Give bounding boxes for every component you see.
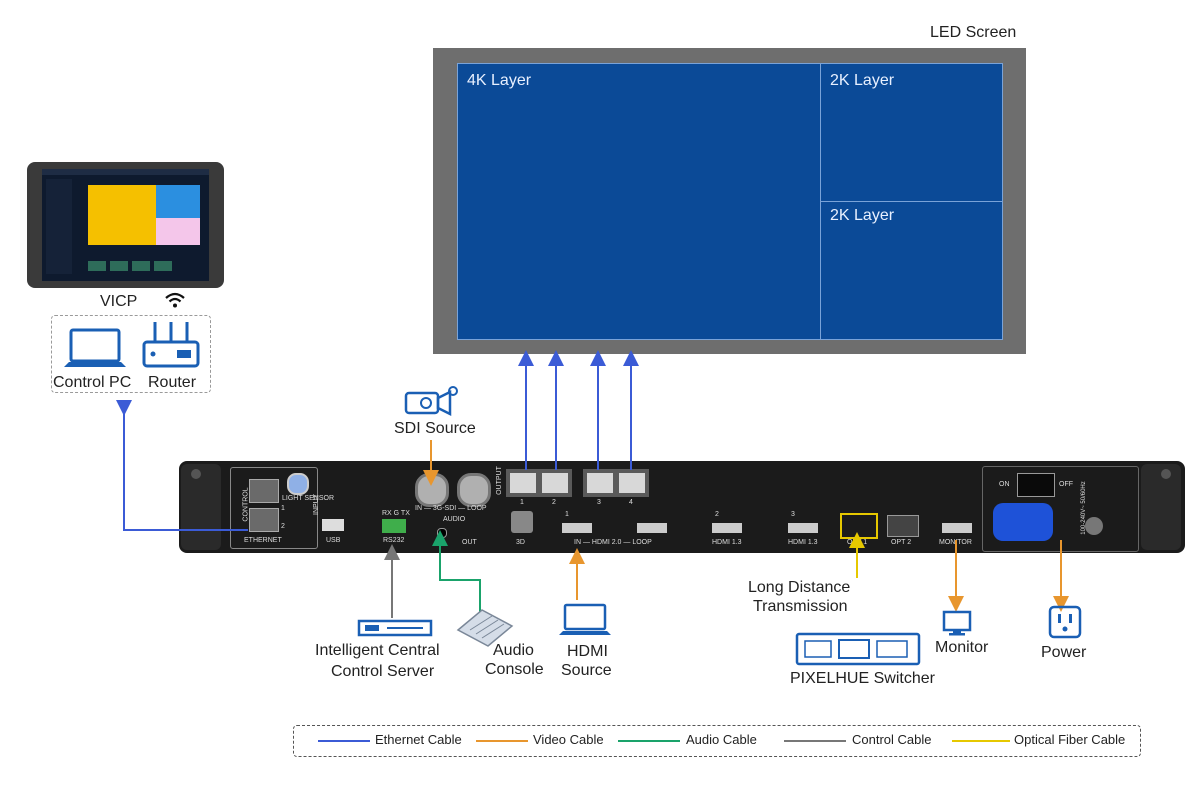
laptop-icon xyxy=(64,328,126,367)
power-off-label: OFF xyxy=(1059,481,1073,488)
usb-port[interactable] xyxy=(322,519,344,531)
ethernet-port-2[interactable] xyxy=(249,508,279,532)
vicp-label: VICP xyxy=(100,293,138,310)
light-sensor-port[interactable] xyxy=(287,473,309,495)
legend-fiber-swatch xyxy=(952,740,1010,742)
output-port-1[interactable] xyxy=(510,473,536,493)
video-camera-icon xyxy=(404,386,458,417)
power-inlet[interactable] xyxy=(993,503,1053,541)
pixelhue-switcher-icon xyxy=(795,632,921,666)
router-icon xyxy=(142,322,200,368)
vicp-tablet-screen xyxy=(42,169,209,281)
ground-terminal[interactable] xyxy=(1085,517,1103,535)
hdmi13-label-a: HDMI 1.3 xyxy=(712,539,742,546)
light-sensor-label: LIGHT SENSOR xyxy=(282,495,334,502)
hdmi20-in-port[interactable] xyxy=(562,523,592,533)
hdmi13-label-b: HDMI 1.3 xyxy=(788,539,818,546)
legend-ethernet-label: Ethernet Cable xyxy=(375,732,462,747)
audio-label: AUDIO xyxy=(443,516,466,523)
led-screen-canvas: 4K Layer 2K Layer 2K Layer xyxy=(457,63,1003,340)
long-distance-label-1: Long Distance xyxy=(748,579,851,596)
ethernet-num-1: 1 xyxy=(281,505,285,512)
power-outlet-icon xyxy=(1048,605,1082,639)
hdmi-num-3: 3 xyxy=(791,511,795,518)
legend-video-label: Video Cable xyxy=(533,732,604,747)
hdmi-source-label-1: HDMI xyxy=(567,643,608,660)
control-server-icon xyxy=(357,619,433,637)
ethernet-label: ETHERNET xyxy=(244,537,282,544)
audio-console-label-1: Audio xyxy=(493,642,534,659)
control-pc-router-group xyxy=(51,315,211,393)
icc-server-label-2: Control Server xyxy=(331,663,435,680)
layer-2k-top-label: 2K Layer xyxy=(830,72,895,89)
opt2-port[interactable] xyxy=(887,515,919,537)
output-num-4: 4 xyxy=(629,499,633,506)
opt2-label: OPT 2 xyxy=(891,539,912,546)
legend-ethernet-swatch xyxy=(318,740,370,742)
legend-control-swatch xyxy=(784,740,846,742)
rs232-pin-label: RX G TX xyxy=(382,510,410,517)
layer-2k-bottom-label: 2K Layer xyxy=(830,207,895,224)
hdmi-num-2: 2 xyxy=(715,511,719,518)
3d-port[interactable] xyxy=(511,511,533,533)
sdi-loop-port[interactable] xyxy=(457,473,491,507)
audio-console-icon xyxy=(456,609,514,647)
output-port-2[interactable] xyxy=(542,473,568,493)
audio-out-label: OUT xyxy=(462,539,477,546)
ethernet-num-2: 2 xyxy=(281,523,285,530)
output-port-3[interactable] xyxy=(587,473,613,493)
hdmi13-port-2[interactable] xyxy=(712,523,742,533)
power-on-label: ON xyxy=(999,481,1010,488)
power-switch[interactable] xyxy=(1017,473,1055,497)
hdmi-num-1: 1 xyxy=(565,511,569,518)
monitor-port[interactable] xyxy=(942,523,972,533)
power-label: Power xyxy=(1041,644,1087,661)
hdmi20-label: IN — HDMI 2.0 — LOOP xyxy=(574,539,652,546)
monitor-icon xyxy=(942,610,972,636)
pixelhue-switcher-label: PIXELHUE Switcher xyxy=(790,670,935,687)
hdmi-laptop-icon xyxy=(559,603,611,635)
output-num-3: 3 xyxy=(597,499,601,506)
long-distance-label-2: Transmission xyxy=(753,598,848,615)
router-label: Router xyxy=(148,374,197,391)
usb-label: USB xyxy=(326,537,341,544)
rs232-port[interactable] xyxy=(382,519,406,533)
audio-console-label-2: Console xyxy=(485,661,544,678)
legend-audio-swatch xyxy=(618,740,680,742)
sdi-source-label: SDI Source xyxy=(394,420,476,437)
legend-video-swatch xyxy=(476,740,528,742)
ethernet-wire-pc xyxy=(116,400,248,531)
cable-legend: Ethernet Cable Video Cable Audio Cable C… xyxy=(293,725,1141,757)
control-pc-label: Control PC xyxy=(53,374,132,391)
hdmi-source-label-2: Source xyxy=(561,662,612,679)
hdmi20-loop-port[interactable] xyxy=(637,523,667,533)
hdmi13-port-3[interactable] xyxy=(788,523,818,533)
3d-label: 3D xyxy=(516,539,525,546)
output-num-1: 1 xyxy=(520,499,524,506)
audio-wire xyxy=(432,530,481,615)
rs232-label: RS232 xyxy=(383,537,405,544)
video-processor-device: CONTROL 1 2 ETHERNET LIGHT SENSOR INPUT … xyxy=(179,461,1185,553)
layer-4k-label: 4K Layer xyxy=(467,72,532,89)
legend-control-label: Control Cable xyxy=(852,732,932,747)
output-port-4[interactable] xyxy=(619,473,645,493)
sdi-port-label: IN — 3G-SDI — LOOP xyxy=(415,505,487,512)
legend-fiber-label: Optical Fiber Cable xyxy=(1014,732,1126,747)
ethernet-port-1[interactable] xyxy=(249,479,279,503)
output-num-2: 2 xyxy=(552,499,556,506)
monitor-label: Monitor xyxy=(935,639,989,656)
wifi-icon xyxy=(165,292,185,308)
legend-audio-label: Audio Cable xyxy=(686,732,757,747)
led-screen-title: LED Screen xyxy=(930,24,1017,41)
icc-server-label-1: Intelligent Central xyxy=(315,642,440,659)
